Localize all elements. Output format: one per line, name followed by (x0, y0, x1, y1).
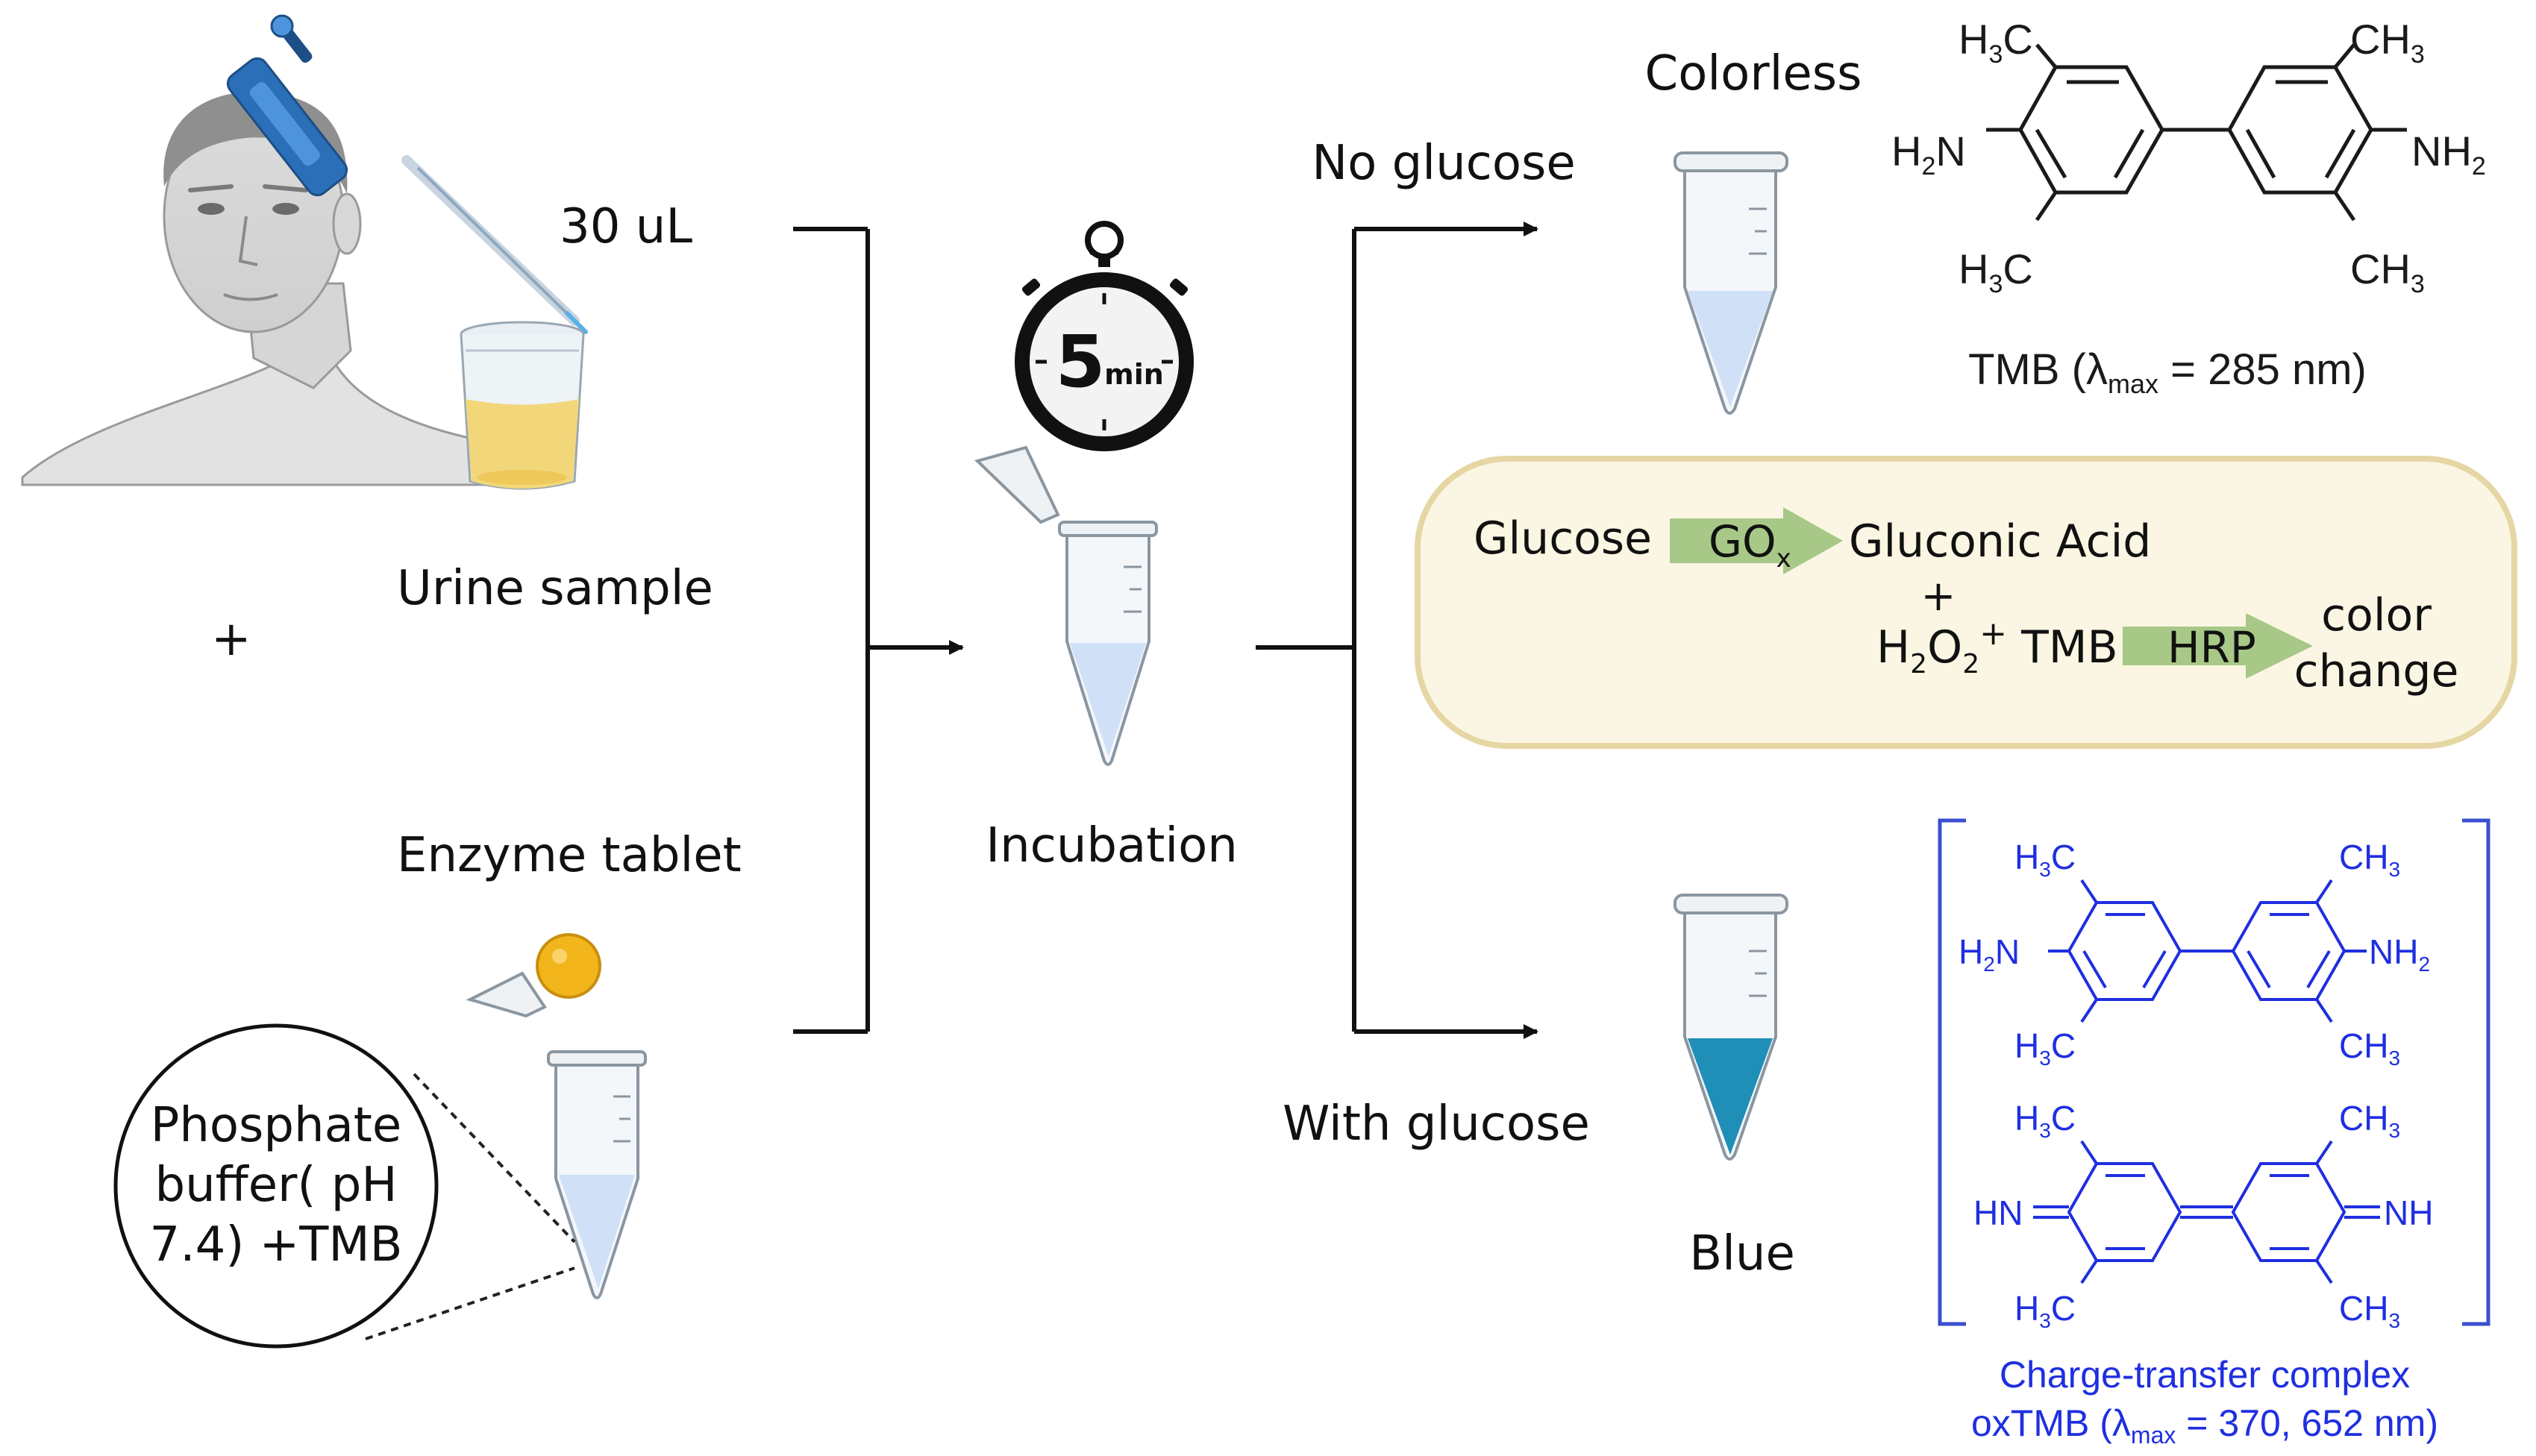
blue-label: Blue (1689, 1226, 1795, 1281)
oxtmb-top-amine-right: NH2 (2369, 932, 2430, 976)
tmb-methyl-bl: H3C (1959, 245, 2033, 298)
incubation-label: Incubation (986, 818, 1238, 873)
buffer-tube-illustration (466, 971, 647, 1299)
pipette-illustration (226, 14, 588, 334)
buffer-callout (113, 1023, 576, 1349)
oxtmb-top-methyl-tl: H3C (2014, 838, 2076, 881)
oxtmb-bottom-methyl-tl: H3C (2014, 1099, 2076, 1142)
hrp-arrow (2123, 613, 2313, 679)
gox-label: GOx (1709, 516, 1791, 574)
reaction-glucose: Glucose (1474, 512, 1652, 565)
stopwatch-icon (1015, 221, 1194, 451)
timer-value: 5 (1056, 320, 1106, 404)
enzyme-tablet-label: Enzyme tablet (397, 828, 742, 883)
merge-bracket (793, 227, 964, 1034)
oxtmb-brackets (1938, 818, 2490, 1326)
tmb-amine-right: NH2 (2411, 128, 2486, 181)
buffer-line-2: buffer( pH (154, 1158, 397, 1213)
oxtmb-bottom-methyl-tr: CH3 (2339, 1099, 2400, 1142)
buffer-line-1: Phosphate (151, 1098, 402, 1153)
tmb-methyl-br: CH3 (2350, 245, 2425, 298)
tmb-amine-left: H2N (1891, 128, 1966, 181)
reaction-plus: + (1921, 572, 1956, 621)
oxtmb-bottom-imine-left: HN (1973, 1193, 2023, 1232)
oxtmb-top-amine-left: H2N (1959, 932, 2020, 976)
oxtmb-bottom-methyl-br: CH3 (2339, 1289, 2400, 1332)
timer-unit: min (1104, 358, 1164, 391)
oxtmb-top-methyl-br: CH3 (2339, 1026, 2400, 1070)
hrp-label: HRP (2167, 622, 2256, 673)
oxtmb-top-methyl-bl: H3C (2014, 1026, 2076, 1070)
incubation-tube-illustration (974, 445, 1158, 766)
oxtmb-top-methyl-tr: CH3 (2339, 838, 2400, 881)
volume-label: 30 uL (560, 199, 692, 254)
oxtmb-caption-line-1: Charge-transfer complex (2000, 1354, 2410, 1396)
blue-tube-illustration (1674, 894, 1788, 1161)
tmb-methyl-tr: CH3 (2350, 16, 2425, 69)
no-glucose-label: No glucose (1312, 136, 1575, 191)
urine-cup-illustration (460, 321, 585, 490)
color-change-line-2: change (2294, 645, 2459, 697)
tmb-structure (1986, 43, 2407, 222)
split-bracket (1256, 222, 1538, 1039)
urine-sample-label: Urine sample (397, 561, 713, 616)
oxtmb-top-structure (2048, 879, 2367, 1023)
oxtmb-bottom-structure (2033, 1140, 2380, 1284)
oxtmb-bottom-methyl-bl: H3C (2014, 1289, 2076, 1332)
oxtmb-caption-line-2: oxTMB (λmax = 370, 652 nm) (1971, 1402, 2438, 1449)
colorless-tube-illustration (1674, 151, 1788, 415)
tablet-highlight (552, 949, 567, 964)
h2o2-tmb-label: H2O2+ TMB (1876, 615, 2118, 680)
tmb-methyl-tl: H3C (1959, 16, 2033, 69)
enzyme-tablet-illustration (536, 933, 601, 999)
colorless-label: Colorless (1645, 46, 1862, 101)
gox-arrow (1670, 507, 1843, 574)
gluconic-acid-label: Gluconic Acid (1849, 515, 2151, 568)
plus-sign: + (211, 612, 251, 667)
color-change-line-1: color (2321, 589, 2432, 641)
oxtmb-bottom-imine-right: NH (2384, 1193, 2433, 1232)
with-glucose-label: With glucose (1283, 1096, 1590, 1152)
tmb-caption: TMB (λmax = 285 nm) (1968, 345, 2367, 399)
buffer-line-3: 7.4) +TMB (150, 1217, 403, 1273)
